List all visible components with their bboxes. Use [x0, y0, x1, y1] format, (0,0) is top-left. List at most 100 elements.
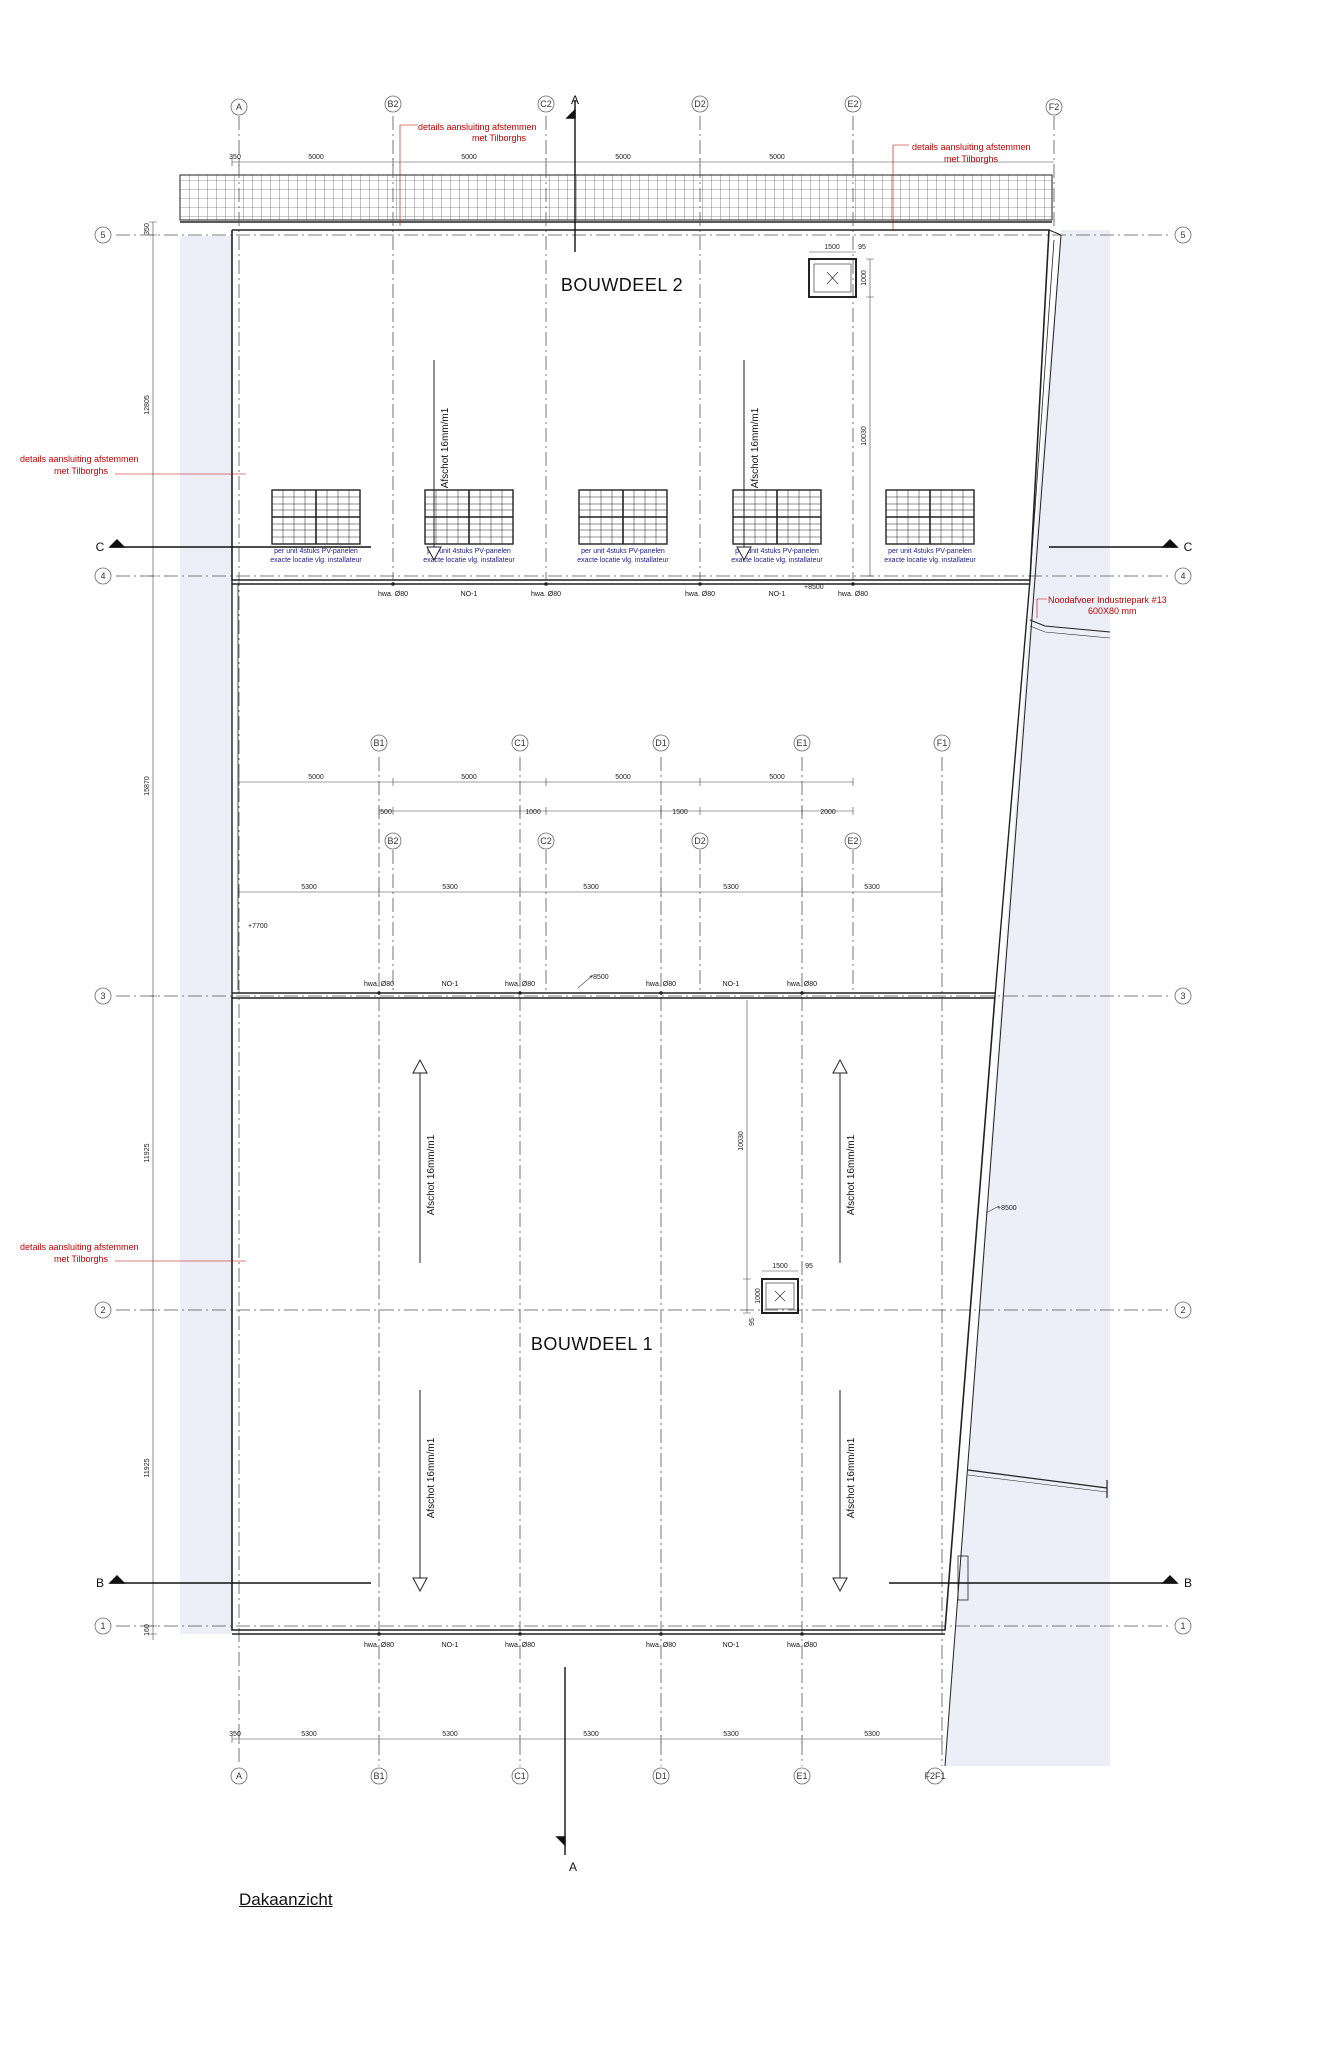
section-b-label: B: [96, 1576, 104, 1590]
dim-text: 5000: [769, 774, 785, 781]
grid-label: B1: [373, 738, 384, 748]
dim-text: 1000: [525, 809, 541, 816]
pv-label-line1: per unit 4stuks PV-panelen: [581, 548, 665, 555]
grid-label: E2: [847, 99, 858, 109]
note-details: met Tilborghs: [472, 133, 527, 143]
row-label: 2: [100, 1305, 105, 1315]
drain-label: hwa. Ø80: [364, 1642, 394, 1649]
red-notes: details aansluiting afstemmen met Tilbor…: [20, 122, 1167, 1264]
grid-bubbles: [94, 95, 1192, 1785]
grid-label: E1: [796, 738, 807, 748]
drain-dots: [377, 582, 855, 1636]
slope-label: Afschot 16mm/m1: [426, 1437, 437, 1518]
grid-label: F2F1: [924, 1771, 945, 1781]
slope-label: Afschot 16mm/m1: [750, 407, 761, 488]
overflow-label: NO-1: [769, 591, 786, 598]
section-cuts: [108, 100, 1179, 1855]
section-a-label: A: [571, 93, 579, 107]
section-labels: A A C C B B: [96, 93, 1193, 1874]
pv-label-line2: exacte locatie vlg. installateur: [577, 557, 669, 564]
pv-panel-group: [578, 489, 668, 545]
canopy-strip: [179, 174, 1053, 223]
dim-text: 5300: [864, 1731, 880, 1738]
dim-text: 95: [749, 1318, 756, 1326]
dim-text: 1500: [772, 1263, 788, 1270]
row-label: 1: [1180, 1621, 1185, 1631]
note-details: details aansluiting afstemmen: [20, 1242, 139, 1252]
pv-label-line1: per unit 4stuks PV-panelen: [735, 548, 819, 555]
drain-label: hwa. Ø80: [505, 1642, 535, 1649]
dim-text: 350: [229, 154, 241, 161]
dimension-lines: [149, 158, 1054, 1743]
row-label: 5: [100, 230, 105, 240]
roof-outline: [231, 229, 1111, 1767]
dim-text: 5300: [583, 1731, 599, 1738]
grid-label: E2: [847, 836, 858, 846]
overflow-label: NO-1: [461, 591, 478, 598]
grid-label: B2: [387, 836, 398, 846]
dim-text: 5300: [723, 1731, 739, 1738]
pv-panel-group: [424, 489, 514, 545]
level-text: +7700: [248, 923, 268, 930]
drain-label: hwa. Ø80: [505, 981, 535, 988]
drain-label: hwa. Ø80: [364, 981, 394, 988]
dim-text: 350: [144, 223, 151, 235]
section-c-label: C: [96, 540, 105, 554]
drain-label: hwa. Ø80: [378, 591, 408, 598]
dim-text: 5000: [461, 154, 477, 161]
row-label: 3: [1180, 991, 1185, 1001]
note-noodafvoer: Noodafvoer Industriepark #13: [1048, 595, 1167, 605]
dim-text: 350: [229, 1731, 241, 1738]
dim-text: 5000: [769, 154, 785, 161]
grid-label: F1: [937, 738, 948, 748]
drain-label: hwa. Ø80: [838, 591, 868, 598]
section-a-label: A: [569, 1860, 577, 1874]
note-details: details aansluiting afstemmen: [418, 122, 537, 132]
grid-label: A: [236, 102, 242, 112]
row-label: 3: [100, 991, 105, 1001]
dim-text: 5000: [461, 774, 477, 781]
grid-axes: [116, 116, 1170, 1766]
dim-text: 10030: [738, 1131, 745, 1151]
bouwdeel-1-label: BOUWDEEL 1: [531, 1334, 653, 1354]
note-details: met Tilborghs: [944, 154, 999, 164]
pv-label-line2: exacte locatie vlg. installateur: [423, 557, 515, 564]
grid-label: E1: [796, 1771, 807, 1781]
level-text: +8500: [589, 974, 609, 981]
dim-text: 15870: [144, 776, 151, 796]
pv-panel-group: [732, 489, 822, 545]
row-label: 1: [100, 1621, 105, 1631]
dim-text: 1000: [861, 270, 868, 286]
grid-label: D2: [694, 836, 706, 846]
dim-text: 5300: [583, 884, 599, 891]
slope-label: Afschot 16mm/m1: [426, 1134, 437, 1215]
slope-labels: Afschot 16mm/m1 Afschot 16mm/m1 Afschot …: [426, 407, 857, 1518]
level-markers: +8500 +8500 +8500 +7700: [248, 584, 1017, 1212]
pv-panels: [271, 489, 975, 545]
page-title: Dakaanzicht: [239, 1890, 333, 1909]
row-label: 5: [1180, 230, 1185, 240]
level-text: +8500: [997, 1205, 1017, 1212]
pv-panel-group: [271, 489, 361, 545]
dim-text: 5300: [301, 884, 317, 891]
grid-label: D1: [655, 738, 667, 748]
slope-label: Afschot 16mm/m1: [440, 407, 451, 488]
dim-text: 5000: [615, 154, 631, 161]
dim-text: 5000: [308, 774, 324, 781]
dim-text: 11925: [144, 1458, 151, 1477]
row-label: 2: [1180, 1305, 1185, 1315]
dim-text: 5000: [308, 154, 324, 161]
drain-label: hwa. Ø80: [646, 981, 676, 988]
note-details: details aansluiting afstemmen: [20, 454, 139, 464]
row-label: 4: [100, 571, 105, 581]
grid-label: D1: [655, 1771, 667, 1781]
pv-label-line2: exacte locatie vlg. installateur: [270, 557, 362, 564]
pv-label-line2: exacte locatie vlg. installateur: [884, 557, 976, 564]
note-details: details aansluiting afstemmen: [912, 142, 1031, 152]
pv-label-line1: per unit 4stuks PV-panelen: [888, 548, 972, 555]
drain-label: hwa. Ø80: [787, 1642, 817, 1649]
grid-label: B1: [373, 1771, 384, 1781]
dim-text: 1000: [755, 1288, 762, 1304]
level-text: +8500: [804, 584, 824, 591]
